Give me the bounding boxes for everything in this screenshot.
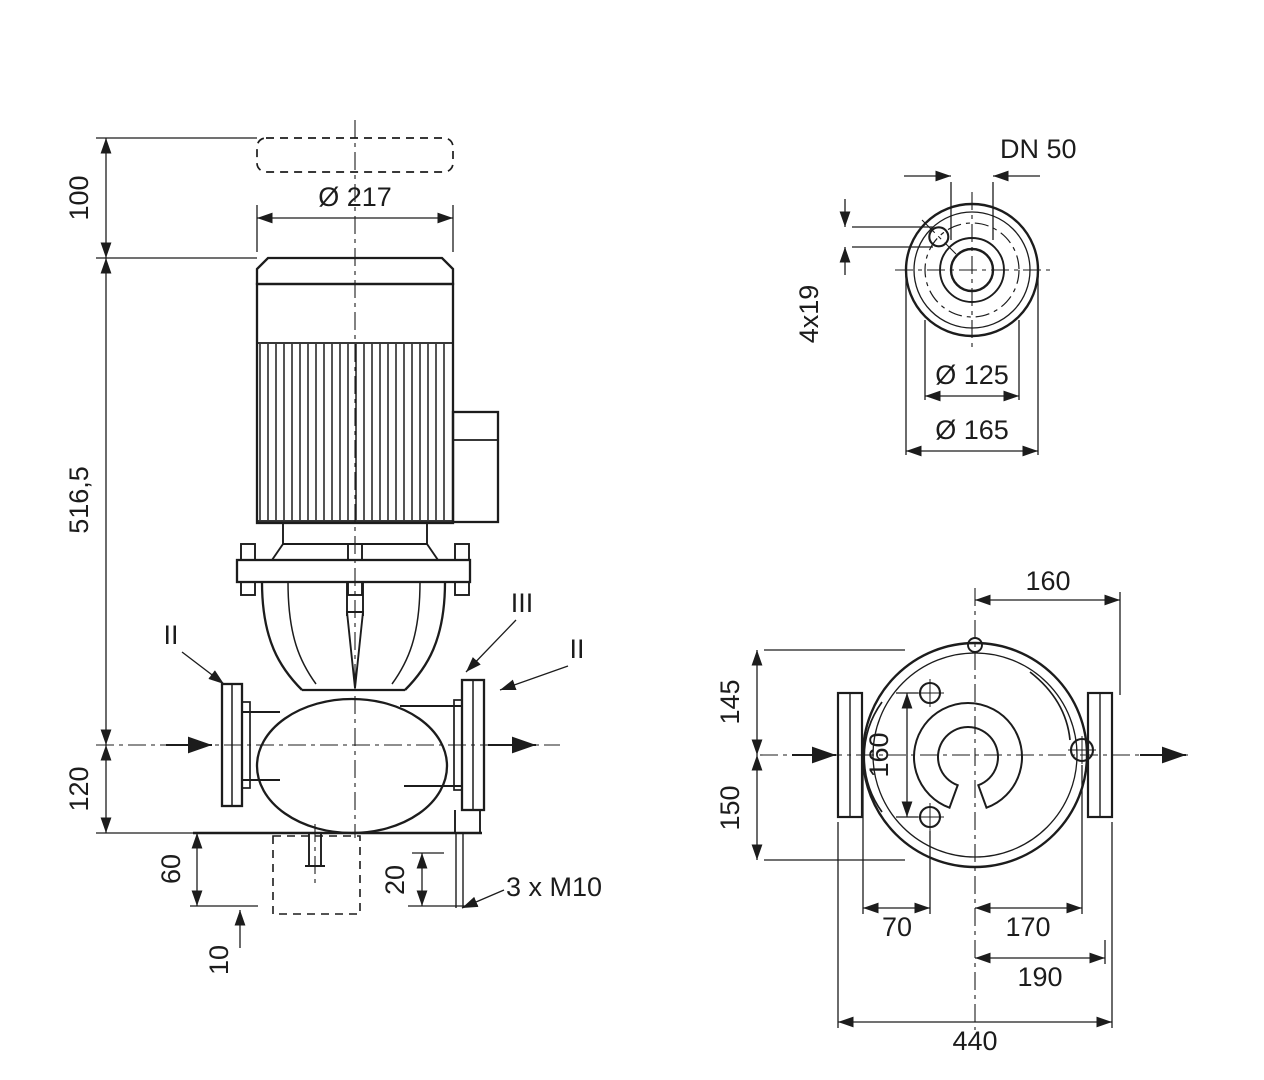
anchor-bolt (455, 833, 464, 908)
flange-outer-circle (904, 202, 1040, 338)
section-label-ii-right: II (569, 634, 584, 664)
dim-160-ports: 160 (864, 732, 894, 777)
flange-dimensions (839, 170, 1040, 457)
dim-150: 150 (715, 785, 745, 830)
dim-70: 70 (882, 912, 912, 942)
bolt-hole (928, 226, 950, 248)
pump-volute (193, 678, 486, 915)
dim-170: 170 (1005, 912, 1050, 942)
dim-bolt-holes-4x19: 4x19 (794, 285, 824, 344)
motor-cooling-fins (259, 344, 451, 520)
side-elevation-view: 100 Ø 217 516,5 120 60 10 20 3 x M10 II … (64, 120, 602, 975)
vent-plug (967, 637, 983, 653)
side-dimensions (96, 137, 569, 948)
flange-view: DN 50 4x19 Ø 125 Ø 165 (794, 134, 1077, 457)
dim-motor-diameter: Ø 217 (318, 182, 392, 212)
dim-base-height: 120 (64, 766, 94, 811)
dim-20: 20 (380, 865, 410, 895)
section-label-iii: III (511, 588, 534, 618)
motor-details (257, 342, 498, 522)
dim-10: 10 (204, 945, 234, 975)
dim-160-top: 160 (1025, 566, 1070, 596)
volute-cutwater (1029, 671, 1071, 741)
motor (255, 256, 500, 525)
plan-view: 160 145 150 160 70 170 190 440 (715, 566, 1188, 1056)
dim-dn50: DN 50 (1000, 134, 1077, 164)
dim-bolt-circle-125: Ø 125 (935, 360, 1009, 390)
dim-total-height: 516,5 (64, 466, 94, 534)
motor-top-hidden-outline (256, 137, 454, 173)
bolt-circle (924, 222, 1020, 318)
dim-190: 190 (1017, 962, 1062, 992)
dim-440: 440 (952, 1026, 997, 1056)
drain-plug (305, 833, 325, 867)
dim-60: 60 (156, 854, 186, 884)
dim-anchor-bolts: 3 x M10 (506, 872, 602, 902)
dim-height-100: 100 (64, 175, 94, 220)
bore-circle (949, 247, 995, 293)
plan-centerlines (760, 588, 1188, 1030)
terminal-box (451, 410, 500, 524)
section-label-ii-left: II (163, 620, 178, 650)
dim-outer-165: Ø 165 (935, 415, 1009, 445)
flange-centerlines (895, 192, 1050, 348)
plan-dimensions (751, 592, 1121, 1028)
gauge-port (1069, 737, 1095, 763)
dim-145: 145 (715, 679, 745, 724)
base-hidden-outline (272, 835, 361, 915)
impeller-port (913, 701, 1023, 809)
lantern (235, 523, 472, 692)
